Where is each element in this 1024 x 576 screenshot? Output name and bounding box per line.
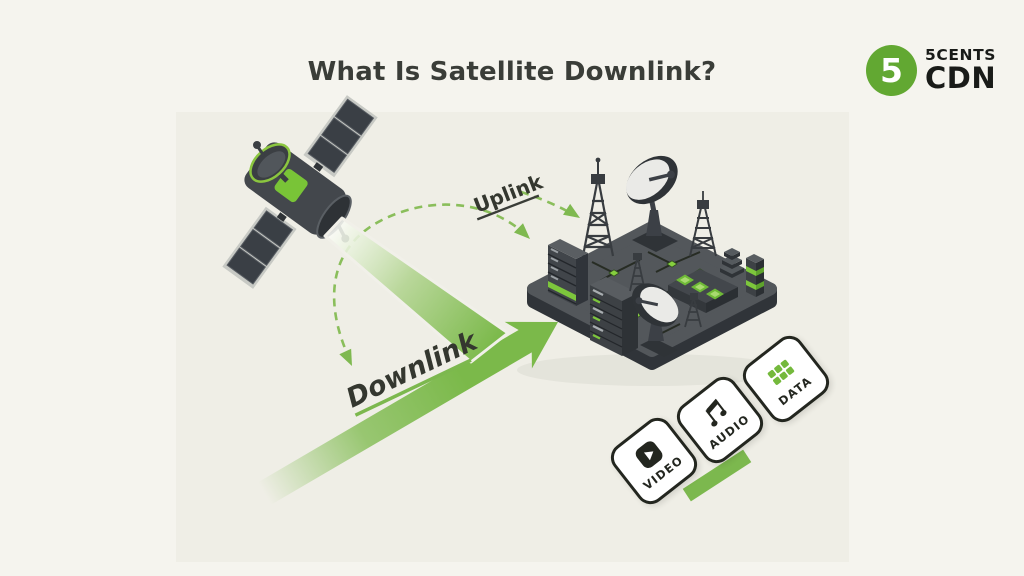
logo-text-top: 5CENTS bbox=[925, 45, 997, 64]
data-grid-icon bbox=[767, 359, 794, 385]
tower-top-box bbox=[697, 200, 709, 209]
green-band-tower bbox=[746, 254, 764, 297]
radio-tower-right bbox=[689, 207, 717, 257]
downlink-underline bbox=[354, 358, 472, 417]
badge-data: DATA bbox=[736, 329, 836, 429]
music-note-icon bbox=[705, 398, 727, 427]
satellite-illustration bbox=[222, 95, 378, 289]
five-circle-icon: 5 bbox=[866, 45, 917, 96]
disc-stack bbox=[720, 248, 744, 278]
arrowhead bbox=[513, 223, 530, 239]
rack-green-unit bbox=[548, 281, 576, 301]
uplink-dashed-arc bbox=[520, 190, 577, 218]
satellite-dish-icon bbox=[249, 141, 291, 183]
green-roof-panels bbox=[676, 274, 724, 300]
downlink-dashed-arc bbox=[332, 203, 528, 361]
radio-tower-small-lower bbox=[684, 298, 702, 328]
brand-logo: 5 5CENTS CDN bbox=[866, 45, 996, 96]
uplink-label: Uplink bbox=[470, 169, 546, 217]
uplink-label-group: Uplink bbox=[470, 169, 546, 221]
tower-top-box bbox=[690, 293, 698, 300]
badge-video: VIDEO bbox=[604, 411, 704, 511]
radio-tower-large bbox=[581, 182, 615, 257]
ground-dish-top bbox=[626, 155, 678, 252]
page-title: What Is Satellite Downlink? bbox=[307, 57, 717, 87]
arrowhead bbox=[339, 348, 352, 366]
tower-top-box bbox=[633, 253, 642, 260]
flat-datacenter-building bbox=[668, 269, 738, 313]
badge-audio: AUDIO bbox=[670, 370, 770, 470]
tower-top-box bbox=[591, 174, 605, 184]
server-rack bbox=[547, 239, 588, 306]
satellite-beam bbox=[323, 216, 510, 364]
ground-dish-bottom bbox=[631, 283, 679, 357]
arrowhead bbox=[563, 203, 580, 218]
logo-text-bottom: CDN bbox=[925, 61, 997, 96]
uplink-underline bbox=[476, 194, 540, 221]
building-green-leds bbox=[592, 298, 601, 340]
play-icon bbox=[635, 440, 663, 468]
downlink-arrow bbox=[257, 321, 558, 505]
tower-antenna-tip bbox=[595, 157, 601, 163]
ground-station-platform bbox=[527, 155, 777, 370]
server-building bbox=[589, 277, 638, 356]
signal-dashed-arcs bbox=[332, 190, 580, 366]
